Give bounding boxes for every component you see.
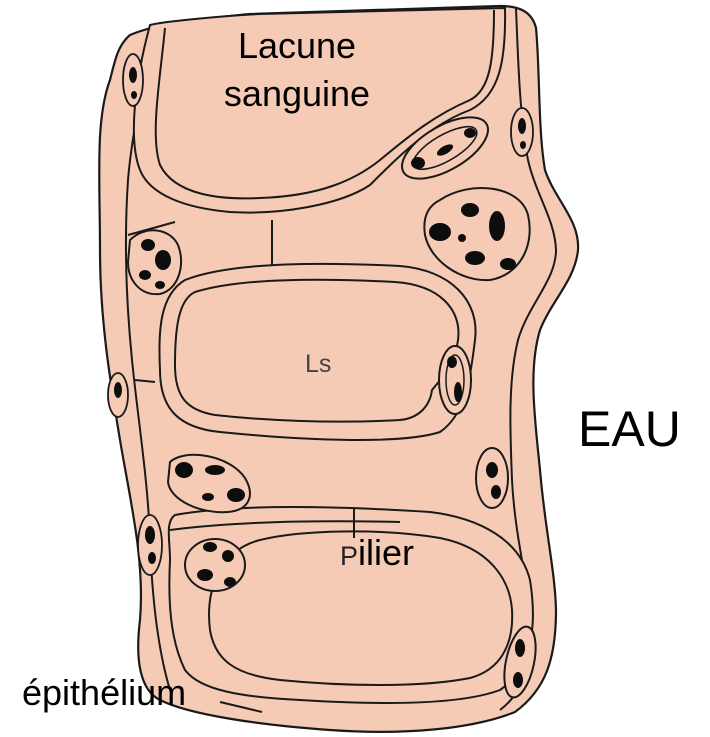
epithelial-cell-left-top <box>123 54 143 106</box>
label-lacune-sanguine: Lacune sanguine <box>212 22 382 118</box>
epithelial-cell-right-top <box>511 108 533 156</box>
epithelial-cell-left-middle <box>108 373 128 417</box>
label-ls: Ls <box>305 350 331 379</box>
label-pilier: Pilier <box>340 532 414 574</box>
pillar-cell-lower-left <box>185 539 245 591</box>
pillar-cell-left-upper <box>128 230 181 294</box>
label-lacune-line1: Lacune <box>212 22 382 70</box>
epithelial-cell-left-lower <box>138 515 162 575</box>
label-pilier-p: P <box>340 541 358 571</box>
label-lacune-line2: sanguine <box>212 70 382 118</box>
label-epithelium: épithélium <box>22 672 186 714</box>
label-eau: EAU <box>578 400 681 458</box>
label-pilier-rest: ilier <box>358 532 414 573</box>
epithelial-cell-right-middle <box>476 448 508 508</box>
pillar-cell-ls-right <box>439 346 471 414</box>
